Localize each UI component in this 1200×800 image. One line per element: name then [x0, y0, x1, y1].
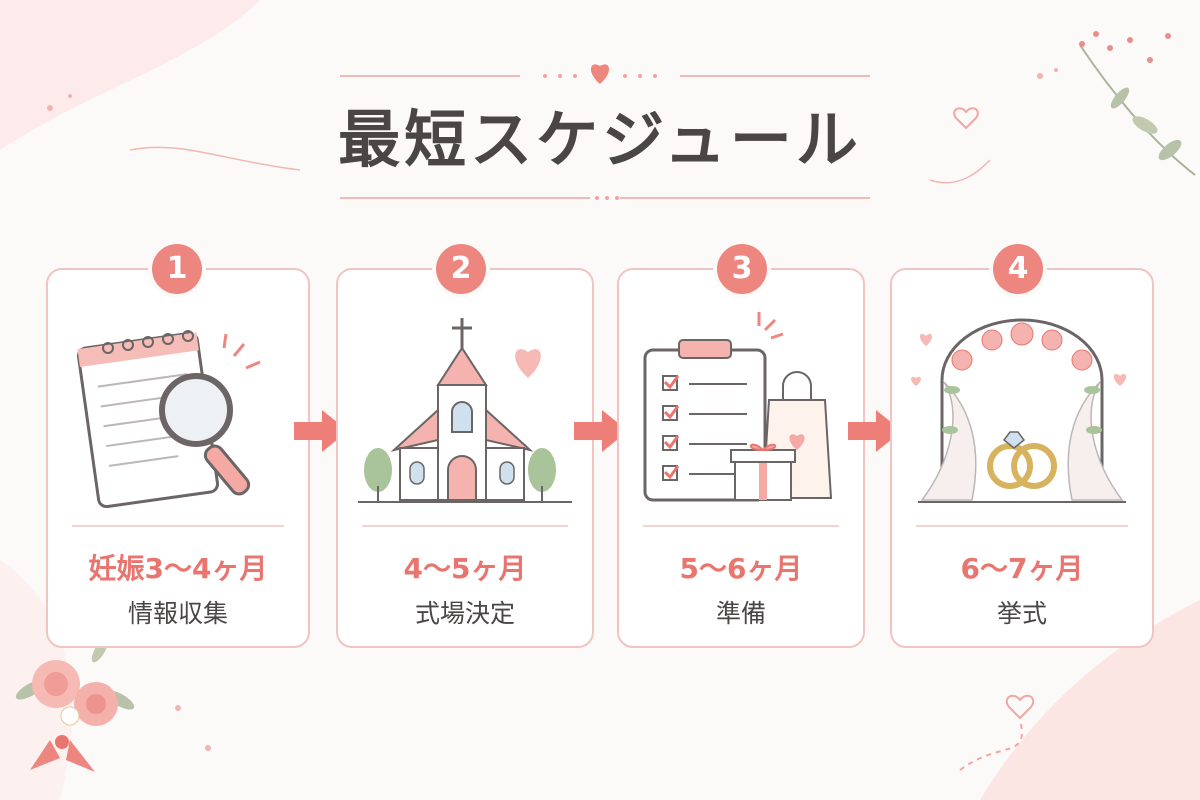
bouquet-icon: [15, 637, 135, 772]
arrow-right-icon: [294, 410, 348, 452]
step-4-period: 6〜7ヶ月: [960, 552, 1084, 585]
step-4-badge: 4: [993, 244, 1043, 294]
step-4-task: 挙式: [996, 599, 1047, 628]
step-card-3: 5〜6ヶ月 準備: [617, 268, 865, 648]
card-divider: [72, 525, 284, 527]
step-2-task: 式場決定: [414, 599, 515, 628]
arrow-right-icon: [574, 410, 628, 452]
step-2-badge: 2: [436, 244, 486, 294]
title-block: 最短スケジュール: [0, 60, 1200, 210]
step-3-period: 5〜6ヶ月: [679, 552, 803, 585]
title-ornament: [340, 64, 870, 200]
notebook-magnifier-icon: [76, 330, 261, 509]
step-1-period: 妊娠3〜4ヶ月: [88, 552, 268, 585]
branch-icon: [1079, 31, 1196, 176]
checklist-gift-icon: [643, 312, 833, 502]
step-1-task: 情報収集: [127, 599, 228, 628]
wedding-arch-rings-icon: [911, 318, 1127, 503]
card-divider: [362, 525, 568, 527]
card-divider: [916, 525, 1128, 527]
step-1-badge: 1: [152, 244, 202, 294]
step-card-1: 妊娠3〜4ヶ月 情報収集: [46, 268, 310, 648]
step-card-4: 6〜7ヶ月 挙式: [890, 268, 1154, 648]
page-title: 最短スケジュール: [338, 103, 862, 176]
step-3-task: 準備: [715, 599, 766, 628]
step-3-badge: 3: [717, 244, 767, 294]
step-card-2: 4〜5ヶ月 式場決定: [336, 268, 594, 648]
chapel-icon: [358, 318, 572, 503]
arrow-right-icon: [848, 410, 902, 452]
card-divider: [643, 525, 839, 527]
step-2-period: 4〜5ヶ月: [403, 552, 527, 585]
